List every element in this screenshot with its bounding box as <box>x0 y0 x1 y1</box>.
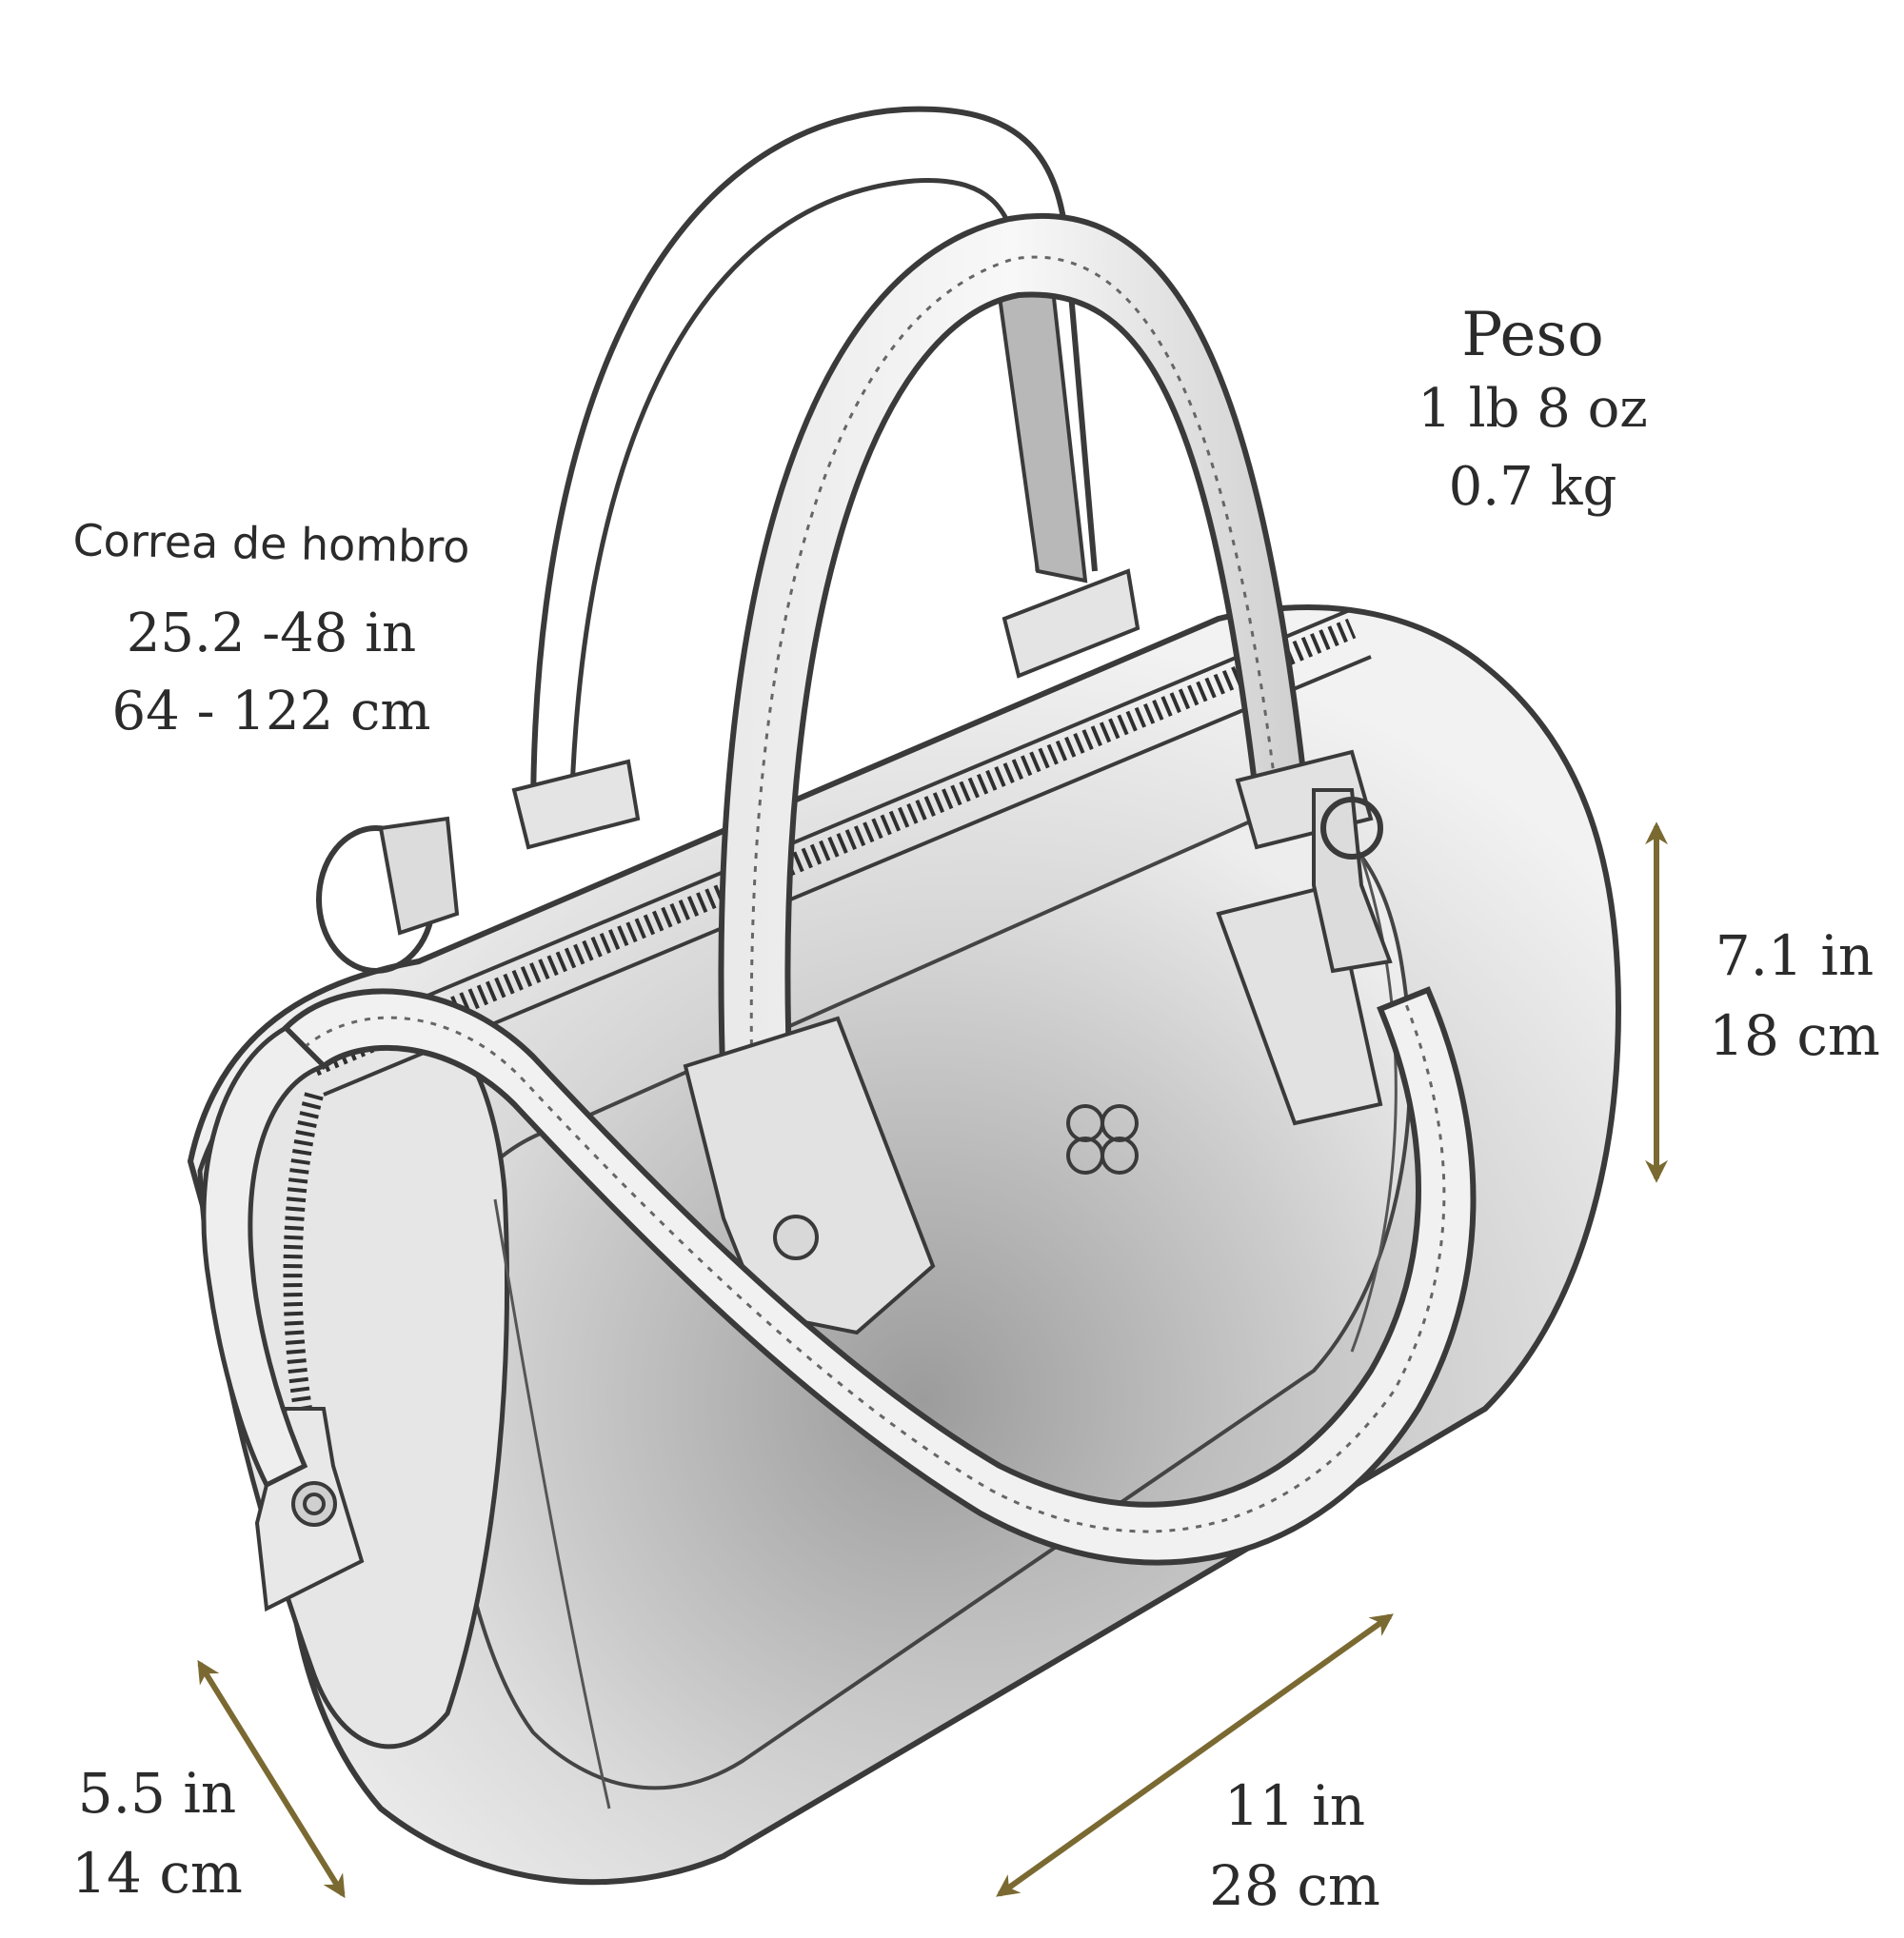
back-handle <box>530 106 1098 820</box>
weight-title: Peso <box>1461 300 1604 370</box>
width-arrow <box>996 1613 1394 1897</box>
dimension-arrows <box>197 821 1668 1899</box>
clover-logo-icon <box>1066 1104 1139 1175</box>
depth-arrow <box>197 1659 346 1899</box>
weight-imperial: 1 lb 8 oz <box>1418 378 1648 440</box>
strap-title: Correa de hombro <box>72 514 470 573</box>
height-metric: 18 cm <box>1709 1003 1880 1068</box>
weight-metric: 0.7 kg <box>1448 456 1617 518</box>
width-label: 11 in 28 cm <box>1171 1778 1418 1938</box>
strap-metric: 64 - 122 cm <box>111 681 431 742</box>
height-imperial: 7.1 in <box>1715 923 1874 988</box>
shoulder-strap <box>201 986 1477 1566</box>
weight-label: Peso 1 lb 8 oz 0.7 kg <box>1333 305 1733 539</box>
handle-tab-back <box>511 568 1140 850</box>
width-imperial: 11 in <box>1223 1773 1366 1838</box>
shoulder-strap-label: Correa de hombro 25.2 -48 in 64 - 122 cm <box>57 514 486 763</box>
strap-clasp-left <box>316 816 460 974</box>
height-label: 7.1 in 18 cm <box>1685 928 1904 1088</box>
width-metric: 28 cm <box>1209 1853 1380 1918</box>
depth-label: 5.5 in 14 cm <box>48 1766 267 1926</box>
strap-clasp-right <box>1312 788 1393 974</box>
strap-imperial: 25.2 -48 in <box>126 603 417 664</box>
depth-metric: 14 cm <box>71 1841 243 1906</box>
depth-imperial: 5.5 in <box>77 1761 237 1826</box>
